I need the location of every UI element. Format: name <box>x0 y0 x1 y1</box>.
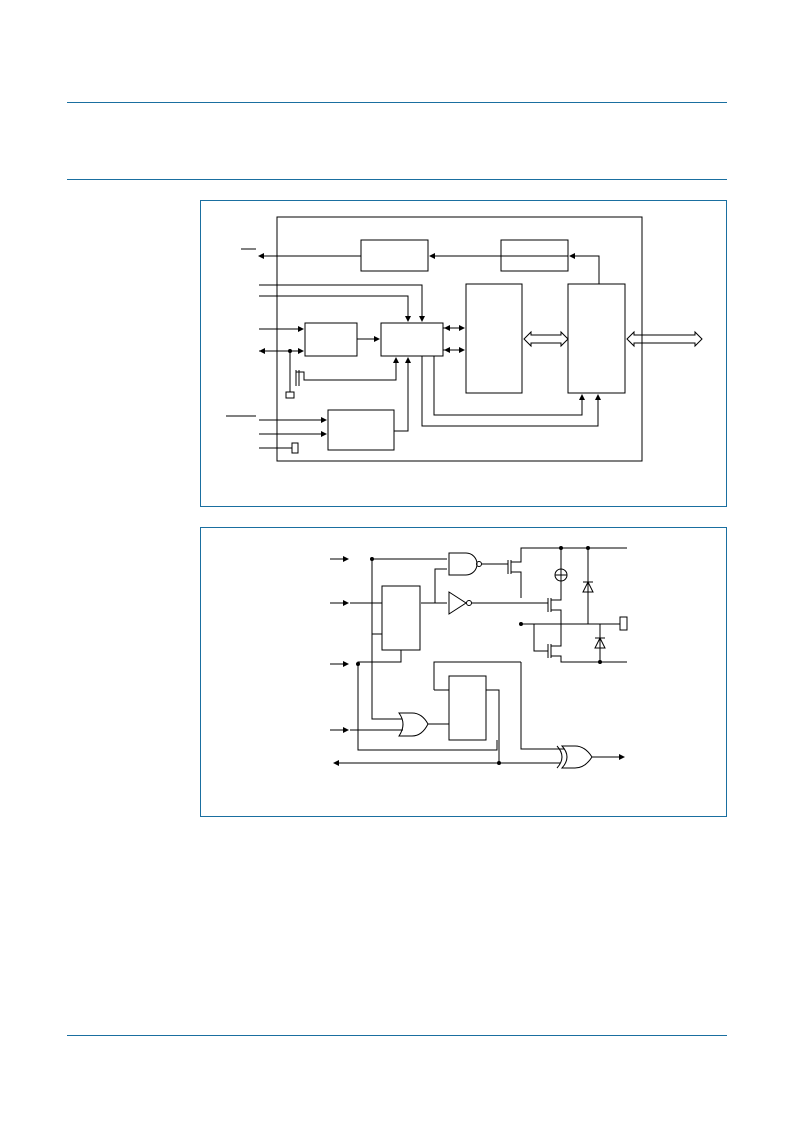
inverter-gate <box>449 592 466 614</box>
latch-block <box>382 586 420 650</box>
register-block <box>449 676 486 740</box>
footer-rule <box>67 1035 727 1036</box>
block-memory-left <box>466 284 522 393</box>
xor-gate <box>562 746 592 768</box>
io-cell-schematic <box>0 0 793 830</box>
block-bottom <box>328 410 394 450</box>
header-rule-bottom <box>67 179 727 180</box>
io-cell-panel <box>200 527 727 817</box>
header-rule-top <box>67 102 727 103</box>
chip-boundary <box>277 217 642 461</box>
block-diagram <box>0 0 793 520</box>
block-control <box>381 323 443 356</box>
nand-gate <box>449 553 477 575</box>
or-gate <box>399 713 428 736</box>
block-diagram-panel <box>200 200 727 507</box>
